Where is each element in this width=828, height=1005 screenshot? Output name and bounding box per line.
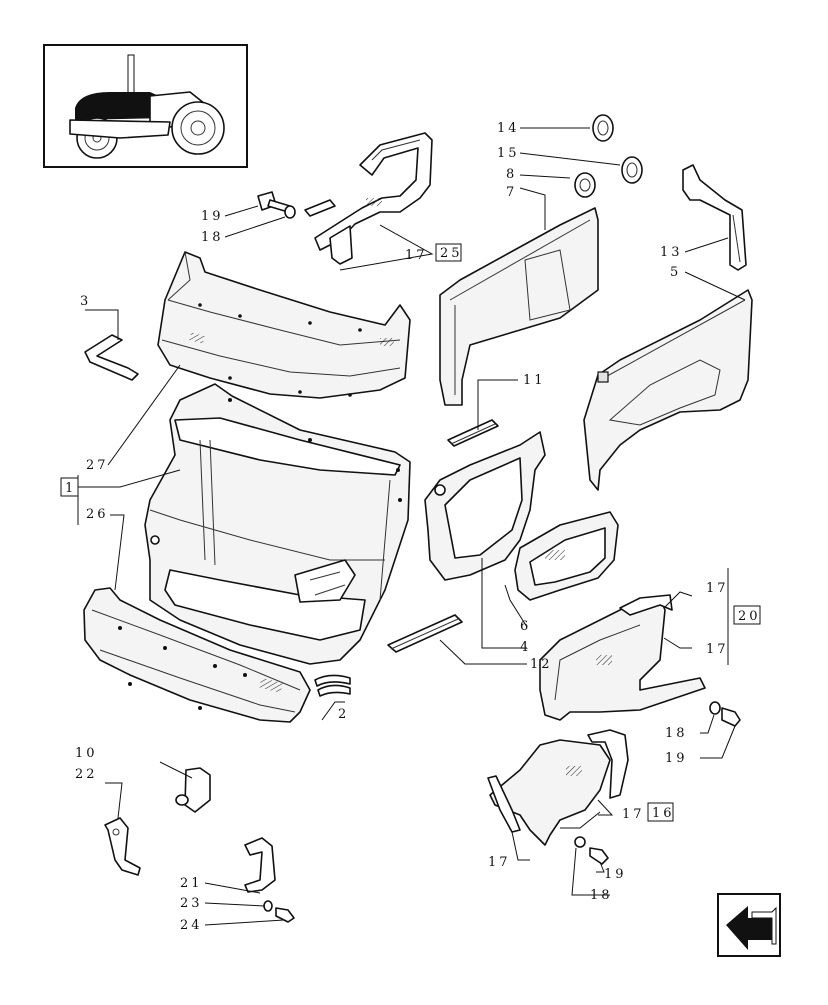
callout-20: 20: [738, 609, 761, 624]
callout-17-lower-right: 17: [706, 642, 729, 657]
part-12-strip: [387, 614, 463, 653]
callout-12: 12: [530, 657, 553, 672]
callout-13: 13: [660, 245, 683, 260]
part-21-bracket: [244, 837, 295, 923]
leader-lines: [77, 127, 746, 926]
previous-page-arrow-icon[interactable]: [717, 893, 781, 957]
callout-20-box: [733, 605, 761, 625]
callout-18-mid: 18: [665, 726, 688, 741]
mid-bolt-washer: [709, 701, 741, 727]
callout-17-duct: 17: [622, 807, 645, 822]
callout-17-upper-right: 17: [706, 581, 729, 596]
callout-26: 26: [86, 507, 109, 522]
callout-1-box: [60, 477, 79, 497]
callout-27: 27: [86, 458, 109, 473]
callout-5: 5: [670, 265, 681, 280]
part-20-duct: [539, 594, 706, 721]
callout-18-lower: 18: [590, 888, 613, 903]
callout-18-upper: 18: [201, 230, 224, 245]
callout-15: 15: [497, 146, 520, 161]
lower-bolt-washer: [574, 836, 609, 865]
part-7-panel: [439, 207, 599, 406]
callout-1: 1: [65, 481, 76, 496]
callout-4: 4: [520, 640, 531, 655]
part-5-panel: [583, 289, 753, 491]
callout-21: 21: [180, 876, 203, 891]
callout-14: 14: [497, 121, 520, 136]
part-22-hook: [104, 817, 141, 876]
part-6-grille: [514, 511, 619, 601]
part-13-bracket: [682, 164, 747, 271]
callout-19-lower: 19: [604, 867, 627, 882]
part-16-duct: [487, 729, 629, 846]
part-25-bracket: [304, 132, 433, 265]
part-11-strip: [447, 419, 499, 447]
grommets: [574, 114, 643, 198]
callout-17-lower: 17: [488, 855, 511, 870]
callout-22: 22: [75, 767, 98, 782]
callout-19-upper: 19: [201, 209, 224, 224]
callout-8: 8: [506, 167, 517, 182]
callout-16-box: [647, 802, 674, 822]
callout-labels: 14 15 8 7 19 18 17 25 13 5 3 11 27 1 26 …: [60, 121, 761, 933]
callout-17-bracket: 17: [405, 248, 428, 263]
upper-bolt-washer: [257, 191, 296, 219]
callout-10: 10: [75, 746, 98, 761]
part-10-clip: [175, 767, 211, 813]
callout-3: 3: [80, 294, 91, 309]
callout-24: 24: [180, 918, 203, 933]
lower-bumper: [83, 587, 311, 723]
tractor-thumbnail: [43, 44, 248, 168]
callout-25-box: [435, 243, 462, 262]
callout-6: 6: [520, 619, 531, 634]
callout-2: 2: [338, 707, 349, 722]
callout-19-mid: 19: [665, 751, 688, 766]
hood-panel: [157, 251, 411, 399]
part-2-seal: [314, 674, 351, 697]
part-4-trim: [424, 431, 546, 581]
part-3-bracket: [84, 334, 139, 381]
callout-7: 7: [506, 185, 517, 200]
callout-11: 11: [523, 373, 546, 388]
front-frame: [144, 383, 411, 665]
callout-23: 23: [180, 896, 203, 911]
callout-25: 25: [440, 246, 463, 261]
callout-16: 16: [652, 806, 675, 821]
